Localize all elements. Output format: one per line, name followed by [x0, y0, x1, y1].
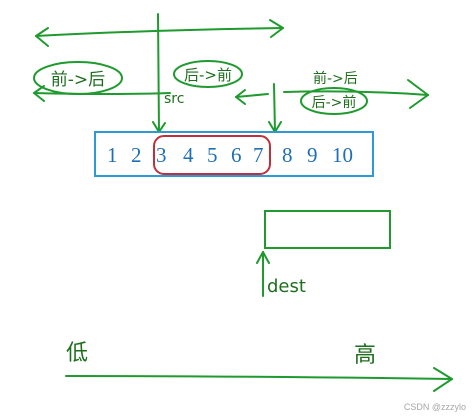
array-cell: 3 [156, 143, 167, 167]
array-cell: 5 [207, 143, 218, 167]
left-bubble-label: 前->后 [51, 70, 105, 90]
array-cell: 7 [253, 143, 264, 167]
src-vertical-line [152, 13, 166, 133]
dest-label: dest [267, 276, 306, 297]
array-cell: 10 [332, 143, 353, 167]
right-top-label: 前->后 [313, 70, 358, 87]
src-label: src [164, 91, 184, 107]
address-direction-arrow [65, 367, 453, 392]
dest-box [264, 210, 391, 249]
array-cell: 8 [282, 143, 293, 167]
middle-bubble-label: 后->前 [184, 66, 232, 84]
low-label: 低 [66, 341, 88, 366]
right-bubble-label: 后->前 [312, 94, 357, 111]
watermark-text: CSDN @zzzylo [404, 402, 466, 412]
dest-end-vertical-line [268, 83, 282, 133]
dest-arrow [256, 251, 270, 297]
array-box [94, 131, 374, 177]
right-direction-bubble: 后->前 [300, 87, 368, 115]
array-cells: 1 2 3 4 5 6 7 8 9 10 [107, 143, 353, 167]
left-back-arrow [33, 85, 171, 102]
array-cell: 4 [183, 143, 194, 167]
middle-direction-bubble: 后->前 [173, 60, 243, 88]
array-cell: 1 [107, 143, 118, 167]
middle-small-arrow [235, 89, 269, 105]
array-cell: 2 [131, 143, 142, 167]
array-cell: 6 [231, 143, 242, 167]
left-direction-bubble: 前->后 [33, 61, 123, 95]
source-range-highlight [153, 135, 271, 175]
high-label: 高 [354, 343, 376, 368]
top-double-arrow [35, 19, 284, 47]
array-cell: 9 [307, 143, 318, 167]
